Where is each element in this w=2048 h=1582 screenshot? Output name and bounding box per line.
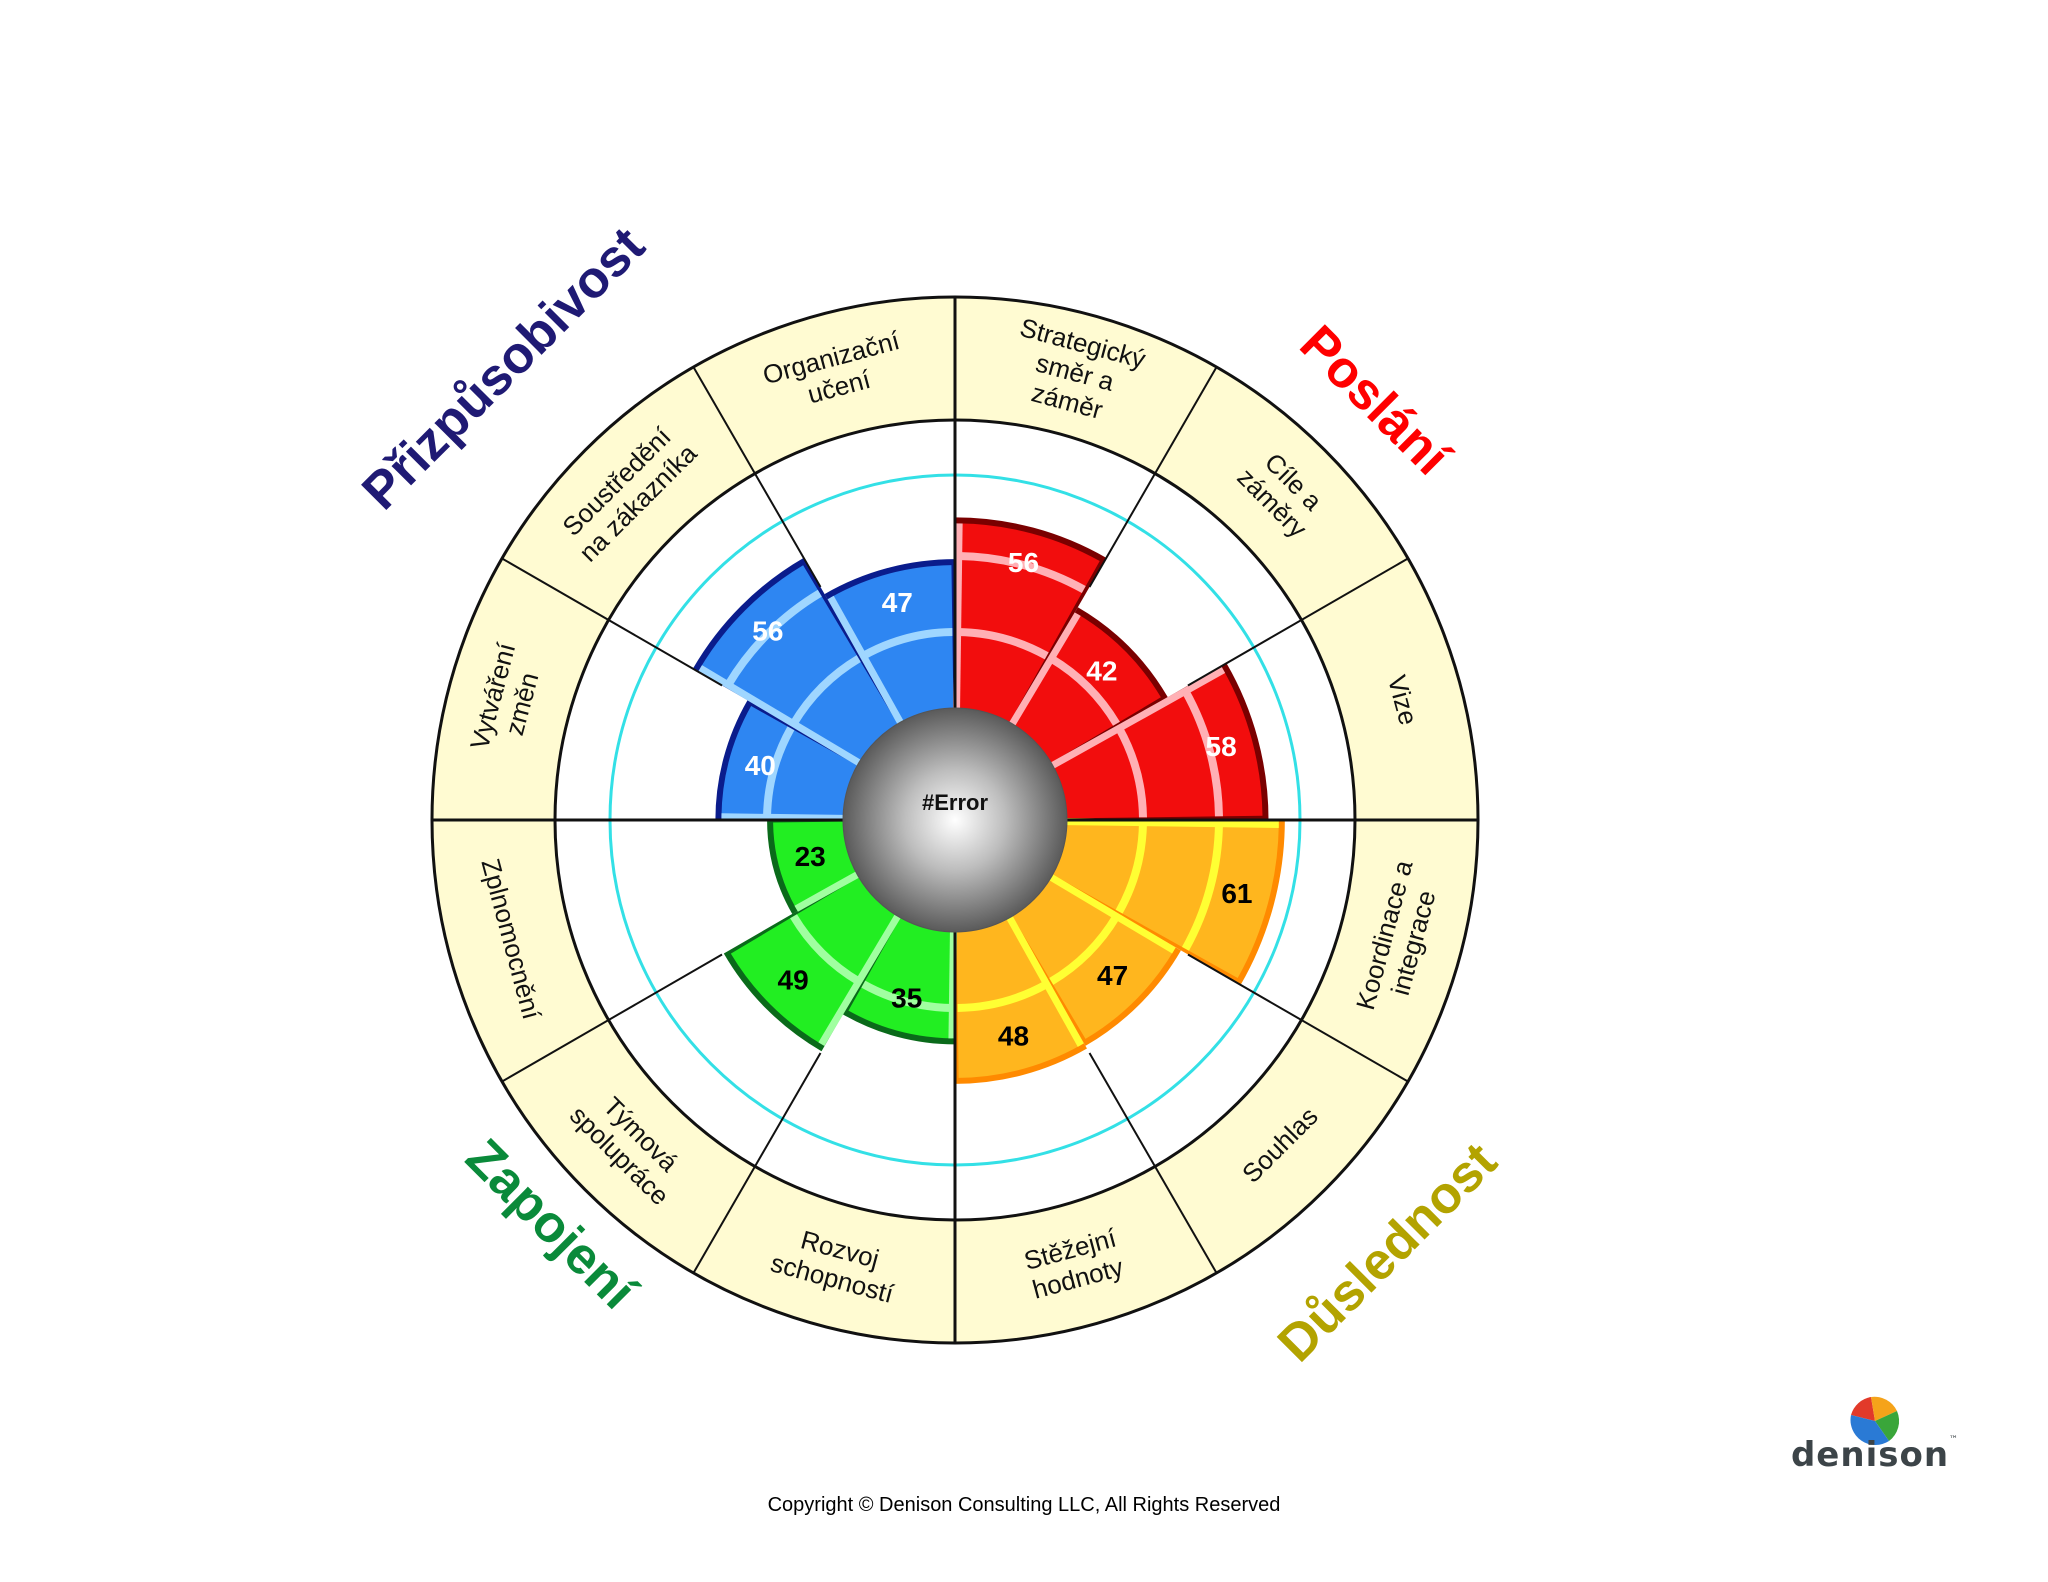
value-label-uceni: 47 — [882, 587, 913, 618]
value-label-vize: 58 — [1206, 731, 1237, 762]
bar-bevel — [724, 589, 822, 687]
bar-spoluprace — [723, 876, 901, 1052]
bar-bevel — [1181, 689, 1223, 817]
value-label-spoluprace: 49 — [778, 964, 809, 995]
divider-line — [1187, 953, 1409, 1083]
bar-fill — [721, 706, 858, 819]
bar-zplnomocneni — [767, 820, 859, 914]
value-label-cile: 42 — [1086, 656, 1117, 687]
value-label-koordinace: 61 — [1221, 878, 1252, 909]
bar-edge — [698, 665, 861, 766]
bar-bevel — [1115, 726, 1147, 818]
logo-wordmark: denison™ — [1790, 1435, 1960, 1475]
bar-bevel — [1115, 822, 1147, 914]
bar-bevel — [1049, 655, 1120, 726]
value-label-souhlas: 47 — [1097, 960, 1128, 991]
bar-koordinace — [1051, 818, 1285, 985]
bar-cile — [1009, 607, 1168, 764]
bar-bevel — [763, 726, 795, 818]
bar-hodnoty — [955, 916, 1087, 1084]
divider-line — [1187, 557, 1409, 687]
bar-strategicky — [953, 517, 1107, 724]
bar-fill — [730, 877, 898, 1045]
center-sphere — [842, 707, 1068, 933]
bar-edge — [1051, 666, 1226, 769]
bar-edge — [794, 871, 859, 912]
value-label-zplnomocneni: 23 — [795, 841, 826, 872]
bar-bevel — [861, 628, 953, 660]
bar-edge — [948, 931, 957, 1039]
bar-bevel — [790, 655, 861, 726]
logo-mark-icon — [1850, 1396, 1900, 1445]
bar-souhlas — [1011, 874, 1181, 1046]
divider-line — [1088, 1052, 1218, 1274]
bar-edge — [953, 523, 963, 709]
bar-fill — [956, 523, 1100, 723]
divider-line — [1088, 366, 1218, 588]
value-label-strategicky: 56 — [1008, 547, 1039, 578]
denison-logo: denison™ — [1775, 1395, 1975, 1475]
bar-bevel — [861, 980, 953, 1012]
bar-fill — [700, 565, 898, 763]
copyright-notice: Copyright © Denison Consulting LLC, All … — [767, 1494, 1281, 1516]
bar-vytvareni — [715, 700, 859, 822]
center-label: #Error — [922, 790, 988, 815]
divider-line — [692, 366, 822, 588]
divider-line — [501, 953, 723, 1083]
value-label-zakaznik: 56 — [752, 615, 783, 646]
bar-fill — [773, 821, 858, 909]
bar-bevel — [957, 980, 1049, 1012]
bar-edge — [827, 595, 904, 724]
bar-schopnosti — [842, 916, 957, 1045]
bar-uceni — [824, 559, 955, 724]
bar-edge — [1049, 874, 1176, 954]
divider-line — [692, 1052, 822, 1274]
bar-fill — [1012, 877, 1174, 1039]
bar-bevel — [790, 914, 861, 985]
bar-edge — [1006, 916, 1084, 1047]
bar-zakaznik — [692, 557, 899, 766]
bar-edge — [1009, 612, 1081, 726]
bar-edge — [721, 813, 844, 822]
value-label-hodnoty: 48 — [998, 1021, 1029, 1052]
bar-edge — [1066, 818, 1279, 829]
bar-bevel — [1181, 823, 1223, 951]
bar-bevel — [1049, 914, 1120, 985]
bar-vize — [1051, 663, 1269, 820]
divider-line — [501, 557, 723, 687]
value-label-schopnosti: 35 — [891, 982, 922, 1013]
bar-bevel — [958, 552, 1086, 594]
bar-fill — [1052, 821, 1279, 978]
bar-edge — [818, 914, 901, 1046]
bar-bevel — [957, 628, 1049, 660]
bar-fill — [1052, 669, 1263, 819]
value-label-vytvareni: 40 — [745, 750, 776, 781]
